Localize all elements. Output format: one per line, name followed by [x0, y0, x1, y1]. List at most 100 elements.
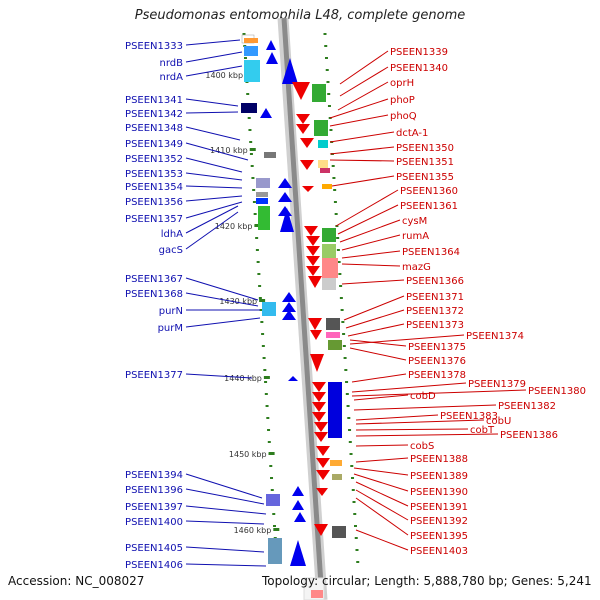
left-gene-label: PSEEN1342: [125, 109, 183, 120]
left-gene-label: PSEEN1353: [125, 169, 183, 180]
genome-summary-text: Topology: circular; Length: 5,888,780 bp…: [262, 574, 592, 588]
tick-mark: [354, 537, 358, 539]
tick-mark: [256, 261, 260, 263]
right-leader-line: [355, 457, 409, 463]
left-gene-label: PSEEN1354: [125, 182, 183, 193]
right-gene-label: PSEEN1360: [400, 186, 458, 197]
right-leader-line: [329, 159, 395, 162]
tick-mark: [345, 381, 349, 383]
left-gene-label: PSEEN1333: [125, 41, 183, 52]
left-leader-line: [185, 546, 265, 553]
right-gene-label: cobD: [410, 391, 436, 402]
right-gene-label: oprH: [390, 78, 414, 89]
right-gene-label: mazG: [402, 262, 431, 273]
right-leader-line: [339, 50, 389, 85]
left-gene-label: PSEEN1349: [125, 139, 183, 150]
right-leader-line: [355, 489, 409, 521]
forward-gene-arrow: [266, 40, 276, 50]
right-leader-line: [353, 404, 497, 411]
tick-mark: [338, 273, 342, 275]
right-leader-line: [329, 131, 395, 143]
reverse-gene-arrow: [306, 246, 320, 256]
right-leader-line: [329, 98, 389, 119]
forward-gene-arrow: [278, 178, 292, 188]
forward-gene-arrow: [282, 310, 296, 320]
forward-gene-arrow: [266, 52, 278, 64]
forward-gene-arrow: [278, 192, 292, 202]
left-gene-label: PSEEN1377: [125, 370, 183, 381]
left-gene-label: gacS: [159, 245, 183, 256]
forward-gene-arrow: [294, 512, 306, 522]
forward-gene-arrow: [282, 292, 296, 302]
kbp-tick: [273, 528, 280, 531]
tick-mark: [337, 261, 341, 263]
tick-mark: [334, 213, 338, 215]
right-leader-line: [335, 189, 399, 227]
gene-feature-box: [322, 184, 332, 189]
right-gene-label: cobT: [470, 425, 495, 436]
forward-gene-arrow: [292, 500, 304, 510]
right-leader-line: [341, 263, 401, 267]
left-leader-line: [185, 111, 239, 114]
tick-mark: [325, 69, 329, 71]
right-gene-label: PSEEN1392: [410, 516, 468, 527]
right-gene-label: cobS: [410, 441, 434, 452]
left-gene-label: PSEEN1406: [125, 560, 183, 571]
left-gene-label: purN: [159, 306, 183, 317]
forward-gene-arrow: [282, 302, 296, 312]
right-gene-label: rumA: [402, 231, 429, 242]
reverse-gene-arrow: [316, 488, 328, 496]
gene-feature-box: [322, 228, 336, 242]
left-leader-line: [185, 172, 243, 181]
tick-mark: [249, 141, 253, 143]
reverse-gene-arrow: [308, 318, 322, 330]
reverse-gene-arrow: [312, 392, 326, 402]
reverse-gene-arrow: [308, 276, 322, 288]
kbp-scale-label: 1420 kbp: [215, 222, 253, 231]
gene-feature-box: [330, 460, 342, 466]
right-gene-label: PSEEN1364: [402, 247, 460, 258]
right-leader-line: [355, 419, 485, 425]
tick-mark: [333, 201, 337, 203]
right-gene-label: PSEEN1371: [406, 292, 464, 303]
right-gene-label: phoQ: [390, 111, 417, 122]
reverse-gene-arrow: [310, 330, 322, 340]
right-gene-label: PSEEN1366: [406, 276, 464, 287]
tick-mark: [333, 189, 337, 191]
tick-mark: [260, 321, 264, 323]
kbp-tick: [268, 452, 275, 455]
right-leader-line: [355, 529, 409, 551]
right-leader-line: [349, 347, 407, 361]
right-leader-line: [351, 373, 407, 383]
left-leader-line: [185, 195, 243, 202]
right-leader-line: [337, 81, 389, 111]
right-leader-line: [339, 219, 401, 243]
left-leader-line: [185, 292, 259, 307]
right-gene-label: PSEEN1350: [396, 143, 454, 154]
left-gene-label: PSEEN1356: [125, 197, 183, 208]
right-leader-line: [355, 444, 409, 447]
left-leader-line: [185, 98, 239, 107]
gene-feature-box: [256, 198, 268, 204]
left-gene-label: ldhA: [161, 229, 183, 240]
reverse-gene-arrow: [314, 422, 328, 432]
tick-mark: [332, 177, 336, 179]
tick-mark: [355, 549, 359, 551]
right-gene-label: PSEEN1373: [406, 320, 464, 331]
right-leader-line: [343, 295, 405, 321]
kbp-scale-label: 1460 kbp: [234, 526, 272, 535]
left-gene-label: PSEEN1348: [125, 123, 183, 134]
left-leader-line: [185, 211, 239, 250]
right-leader-line: [355, 414, 439, 421]
tick-mark: [249, 153, 253, 155]
reverse-gene-arrow: [300, 138, 314, 148]
gene-feature-box: [312, 84, 326, 102]
tick-mark: [353, 513, 357, 515]
left-leader-line: [185, 142, 249, 161]
forward-gene-arrow: [260, 108, 272, 118]
tick-mark: [248, 129, 252, 131]
gene-feature-box: [332, 474, 342, 480]
tick-mark: [252, 189, 256, 191]
tick-mark: [336, 237, 340, 239]
